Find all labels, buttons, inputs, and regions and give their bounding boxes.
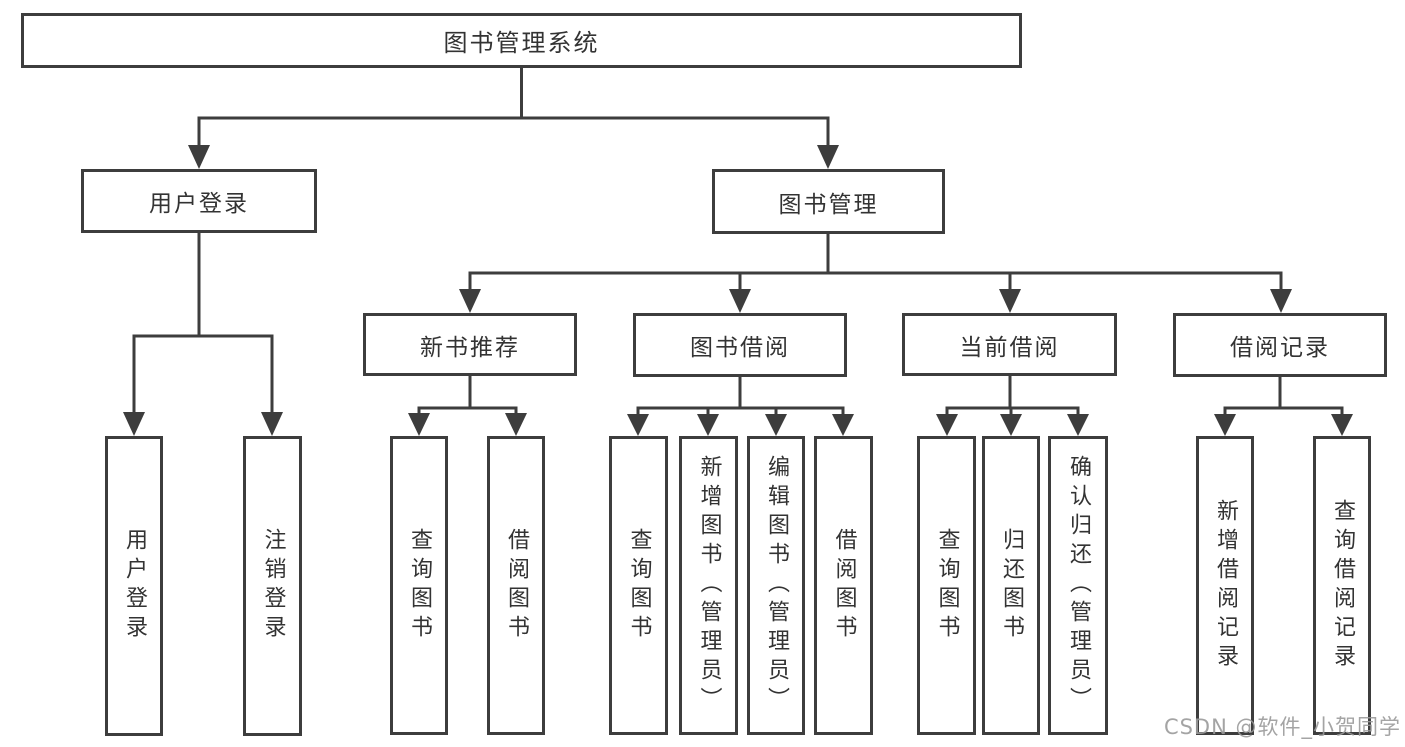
arrowhead [123, 412, 145, 436]
node-book-management: 图书管理 [712, 169, 945, 234]
connector-borrow-record-split [1223, 377, 1344, 416]
node-label: 归还图书 [999, 527, 1024, 644]
node-label: 借阅图书 [831, 527, 857, 644]
node-leaf-query-books-3: 查询图书 [917, 436, 976, 735]
node-user-login: 用户登录 [81, 169, 317, 233]
node-label: 编辑图书（管理员） [764, 455, 789, 716]
node-leaf-confirm-return-admin: 确认归还（管理员） [1048, 436, 1108, 735]
node-label: 图书管理 [778, 191, 879, 218]
arrowhead [627, 414, 649, 436]
node-leaf-user-login: 用户登录 [105, 436, 163, 736]
node-label: 查询图书 [934, 527, 960, 644]
arrowhead [261, 412, 283, 436]
node-label: 注销登录 [260, 528, 286, 644]
connector-current-borrow-split [945, 376, 1080, 416]
connector-book-management-split [468, 234, 1283, 291]
node-leaf-logout: 注销登录 [243, 436, 302, 736]
csdn-watermark: CSDN @软件_小贺同学 [1163, 715, 1401, 739]
node-leaf-query-books-1: 查询图书 [390, 436, 448, 735]
arrowhead [729, 289, 751, 313]
node-leaf-add-books-admin: 新增图书（管理员） [679, 436, 738, 735]
connector-root-split [197, 66, 830, 147]
node-current-borrowing: 当前借阅 [902, 313, 1117, 376]
node-leaf-add-borrow-record: 新增借阅记录 [1196, 436, 1254, 735]
node-leaf-return-books: 归还图书 [982, 436, 1040, 735]
node-borrowing-records: 借阅记录 [1173, 313, 1387, 377]
node-label: 新书推荐 [420, 334, 520, 361]
node-label: 查询借阅记录 [1330, 498, 1355, 673]
arrowhead [697, 414, 719, 436]
connector-user-login-split [132, 233, 274, 414]
node-label: 用户登录 [149, 191, 249, 217]
arrowhead [1000, 414, 1022, 436]
node-label: 用户登录 [122, 528, 147, 644]
node-leaf-borrow-books-2: 借阅图书 [814, 436, 873, 735]
arrowhead [505, 413, 527, 436]
arrowhead [188, 145, 210, 169]
connector-new-book-split [417, 376, 518, 415]
arrowhead [765, 414, 787, 436]
node-label: 借阅记录 [1230, 335, 1330, 361]
node-label: 当前借阅 [959, 334, 1060, 361]
node-label: 查询图书 [626, 527, 652, 644]
connector-book-borrow-split [636, 377, 845, 416]
node-label: 新增图书（管理员） [696, 455, 722, 716]
node-label: 借阅图书 [504, 527, 529, 644]
node-label: 新增借阅记录 [1213, 498, 1238, 673]
node-leaf-borrow-books-1: 借阅图书 [487, 436, 545, 735]
node-library-management-system: 图书管理系统 [21, 13, 1022, 68]
arrowhead [459, 289, 481, 313]
node-new-book-recommend: 新书推荐 [363, 313, 577, 376]
arrowhead [1331, 414, 1353, 436]
node-book-borrowing: 图书借阅 [633, 313, 847, 377]
node-label: 确认归还（管理员） [1066, 455, 1091, 716]
arrowhead [936, 414, 958, 436]
arrowhead [408, 413, 430, 436]
arrowhead [999, 289, 1021, 313]
node-leaf-query-borrow-record: 查询借阅记录 [1313, 436, 1371, 735]
arrowhead [1067, 414, 1089, 436]
arrowhead [832, 414, 854, 436]
node-leaf-edit-books-admin: 编辑图书（管理员） [747, 436, 805, 735]
node-leaf-query-books-2: 查询图书 [609, 436, 668, 735]
arrowhead [817, 145, 839, 169]
arrowhead [1214, 414, 1236, 436]
arrowhead [1270, 289, 1292, 313]
node-label: 图书管理系统 [443, 29, 600, 57]
node-label: 图书借阅 [690, 335, 790, 361]
node-label: 查询图书 [407, 527, 432, 644]
